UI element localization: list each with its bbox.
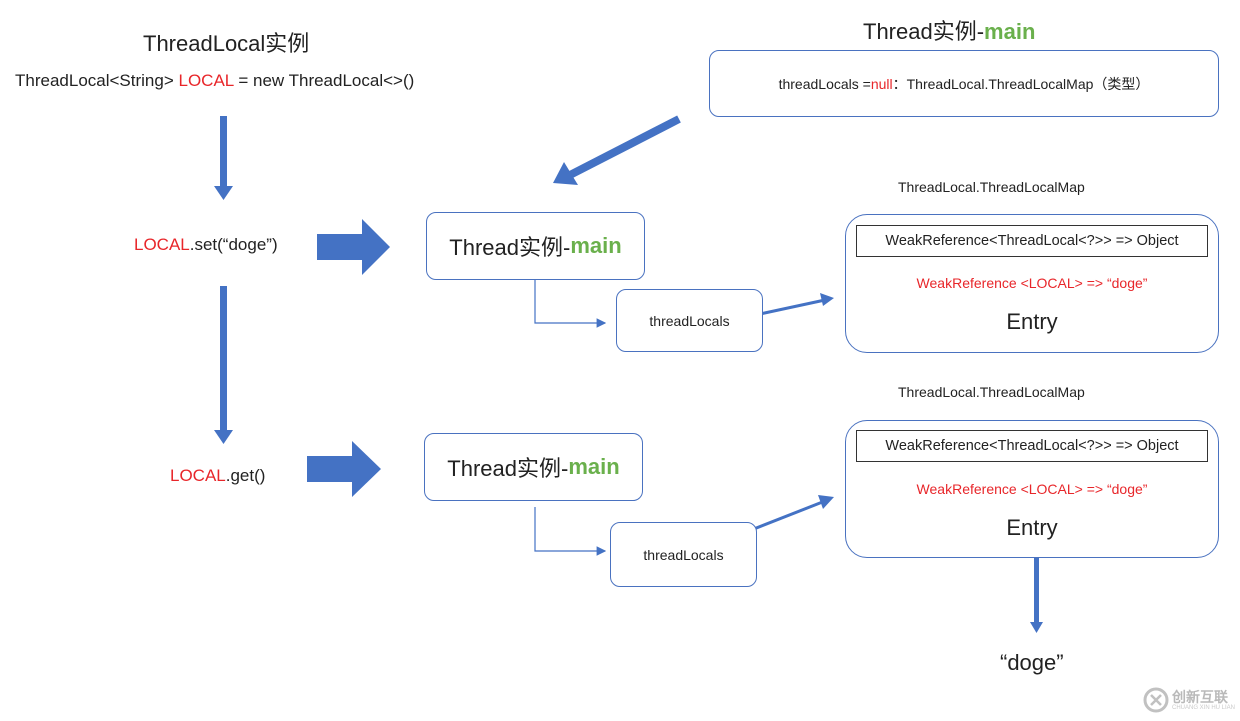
entry-label: Entry	[1006, 309, 1058, 334]
watermark-circle-icon	[1143, 687, 1169, 713]
threadlocals-box-set: threadLocals	[616, 289, 763, 352]
threadlocal-instance-title: ThreadLocal实例	[143, 31, 310, 56]
down-arrow-set-to-get	[214, 286, 233, 444]
thread-label-main: main	[568, 454, 620, 479]
field-null-value: null	[870, 75, 893, 92]
map-entry-local-row: WeakReference <LOCAL> => “doge”	[916, 481, 1148, 497]
watermark-subtext: CHUANG XIN HU LIAN	[1172, 705, 1236, 711]
field-name: threadLocals =	[778, 75, 871, 92]
thread-label-prefix: Thread实例-	[447, 456, 569, 481]
thread-label-prefix: Thread实例-	[449, 235, 571, 260]
elbow-connector-get	[534, 507, 607, 556]
watermark-text: 创新互联	[1172, 689, 1228, 705]
get-call-method: .get()	[225, 466, 266, 485]
thread-main-box-set: Thread实例-main	[426, 212, 645, 280]
main-thread-title: Thread实例-main	[863, 14, 1035, 46]
get-call-variable: LOCAL	[170, 466, 226, 485]
diagonal-arrow-main-thread	[553, 115, 681, 185]
map-entry-local-row: WeakReference <LOCAL> => “doge”	[916, 275, 1148, 291]
set-call-variable: LOCAL	[134, 235, 190, 254]
down-arrow-entry-to-result	[1030, 547, 1043, 633]
block-arrow-set	[317, 219, 390, 275]
get-result-value: “doge”	[1000, 650, 1064, 675]
map-entry-generic-row: WeakReference<ThreadLocal<?>> => Object	[856, 225, 1208, 257]
entry-label: Entry	[1006, 515, 1058, 540]
thread-label-main: main	[570, 233, 622, 258]
threadlocalmap-box-get: WeakReference<ThreadLocal<?>> => Object …	[845, 420, 1219, 558]
threadlocalmap-box-set: WeakReference<ThreadLocal<?>> => Object …	[845, 214, 1219, 353]
threadlocals-box-get: threadLocals	[610, 522, 757, 587]
map-type-label-get: ThreadLocal.ThreadLocalMap	[898, 384, 1085, 400]
block-arrow-get	[307, 441, 381, 497]
main-thread-title-main: main	[984, 19, 1036, 44]
local-set-call: LOCAL.set(“doge”)	[134, 235, 278, 255]
map-type-label-set: ThreadLocal.ThreadLocalMap	[898, 179, 1085, 195]
main-thread-title-prefix: Thread实例-	[863, 19, 985, 44]
map-entry-generic-row: WeakReference<ThreadLocal<?>> => Object	[856, 430, 1208, 462]
elbow-connector-set	[534, 280, 607, 328]
declaration-initializer: = new ThreadLocal<>()	[233, 71, 415, 90]
watermark-logo: 创新互联 CHUANG XIN HU LIAN	[1142, 684, 1238, 716]
field-type: ：ThreadLocal.ThreadLocalMap（类型）	[892, 75, 1150, 92]
set-call-method: .set(“doge”)	[189, 235, 278, 254]
local-get-call: LOCAL.get()	[170, 466, 265, 486]
down-arrow-decl-to-set	[214, 116, 233, 200]
threadlocals-field-box: threadLocals = null：ThreadLocal.ThreadLo…	[709, 50, 1219, 117]
thread-main-box-get: Thread实例-main	[424, 433, 643, 501]
declaration-type: ThreadLocal<String>	[15, 71, 179, 90]
threadlocal-declaration: ThreadLocal<String> LOCAL = new ThreadLo…	[15, 71, 414, 91]
declaration-variable: LOCAL	[178, 71, 234, 90]
